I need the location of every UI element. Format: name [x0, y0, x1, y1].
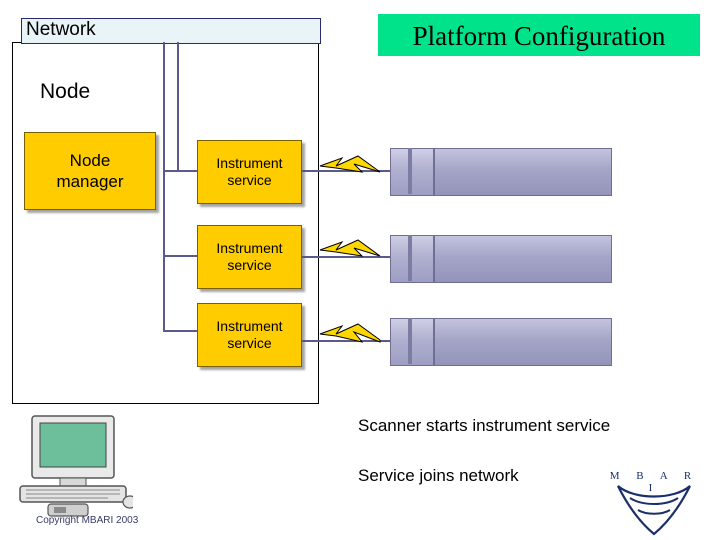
mbari-logo-letters: M B A R I — [609, 470, 699, 494]
instrument-device-2 — [390, 235, 612, 283]
instrument-link-1 — [300, 170, 392, 172]
instrument-service-label-3: Instrument service — [216, 317, 283, 352]
instrument-band-2 — [408, 235, 412, 281]
instrument-link-3 — [300, 340, 392, 342]
bus-line-left — [163, 42, 165, 331]
copyright-footer: Copyright MBARI 2003 — [36, 515, 139, 526]
page-title: Platform Configuration — [412, 21, 666, 51]
instrument-service-label-1: Instrument service — [216, 154, 283, 189]
spark-icon-3 — [319, 323, 381, 343]
instrument-service-label-2: Instrument service — [216, 239, 283, 274]
mbari-logo-mark — [617, 485, 691, 536]
instrument-band-3 — [408, 318, 412, 364]
instrument-cap-2 — [390, 235, 435, 283]
network-label: Network — [26, 19, 96, 40]
node-manager-label: Node manager — [56, 150, 124, 191]
bus-branch-1 — [163, 170, 199, 172]
instrument-service-box-3[interactable]: Instrument service — [197, 303, 302, 367]
instrument-device-1 — [390, 148, 612, 196]
caption-joins: Service joins network — [358, 466, 519, 485]
instrument-device-3 — [390, 318, 612, 366]
spark-icon-2 — [319, 239, 381, 257]
node-label: Node — [40, 80, 91, 103]
instrument-cap-1 — [390, 148, 435, 196]
bus-line-right — [177, 42, 179, 172]
network-label-bar — [21, 18, 321, 44]
bus-branch-2 — [163, 255, 199, 257]
instrument-service-box-1[interactable]: Instrument service — [197, 140, 302, 204]
caption-scanner: Scanner starts instrument service — [358, 416, 611, 435]
instrument-link-2 — [300, 256, 392, 258]
instrument-cap-3 — [390, 318, 435, 366]
instrument-band-1 — [408, 148, 412, 194]
bus-branch-3 — [163, 330, 199, 332]
node-manager-box[interactable]: Node manager — [24, 132, 156, 210]
instrument-service-box-2[interactable]: Instrument service — [197, 225, 302, 289]
computer-icon — [19, 415, 133, 517]
title-banner — [378, 14, 700, 56]
mbari-logo: M B A R I — [600, 470, 708, 536]
spark-icon-1 — [319, 155, 381, 173]
